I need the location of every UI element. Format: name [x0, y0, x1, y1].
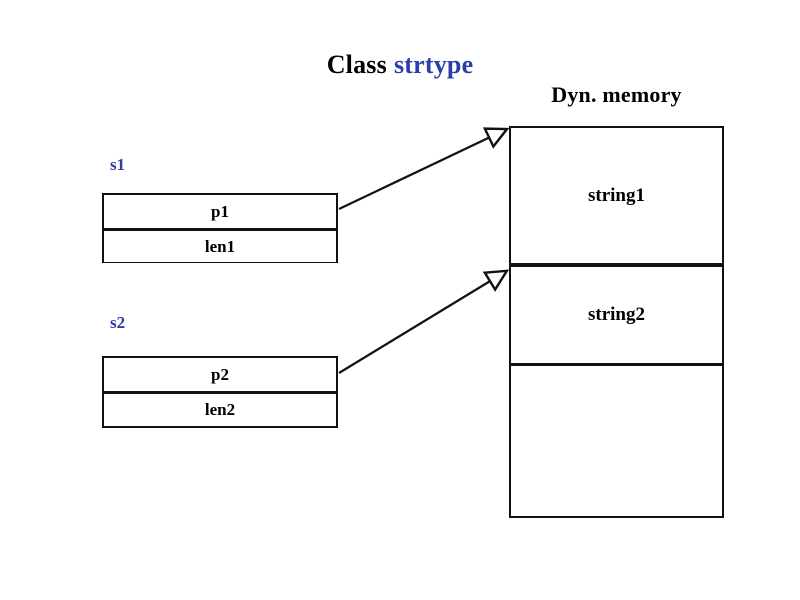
object-box-s2: p2 len2 — [102, 356, 338, 428]
object-s1-length-cell: len1 — [104, 231, 336, 262]
dynamic-memory-block: string1 string2 — [509, 126, 724, 518]
object-box-s1: p1 len1 — [102, 193, 338, 263]
heap-cell-free — [511, 366, 722, 512]
heap-cell-string1: string1 — [511, 128, 722, 267]
pointer-arrow-p1-to-string1 — [338, 130, 505, 210]
heap-cell-string2: string2 — [511, 267, 722, 366]
variable-label-s1: s1 — [110, 155, 126, 174]
object-s2-pointer-cell: p2 — [104, 358, 336, 394]
object-s1-pointer-cell: p1 — [104, 195, 336, 231]
heap-title: Dyn. memory — [551, 82, 682, 107]
title-keyword: Class — [326, 50, 387, 79]
title-class-name: strtype — [393, 50, 474, 79]
variable-label-s2: s2 — [110, 313, 126, 332]
pointer-arrow-p2-to-string2 — [338, 272, 505, 374]
object-s2-length-cell: len2 — [104, 394, 336, 425]
